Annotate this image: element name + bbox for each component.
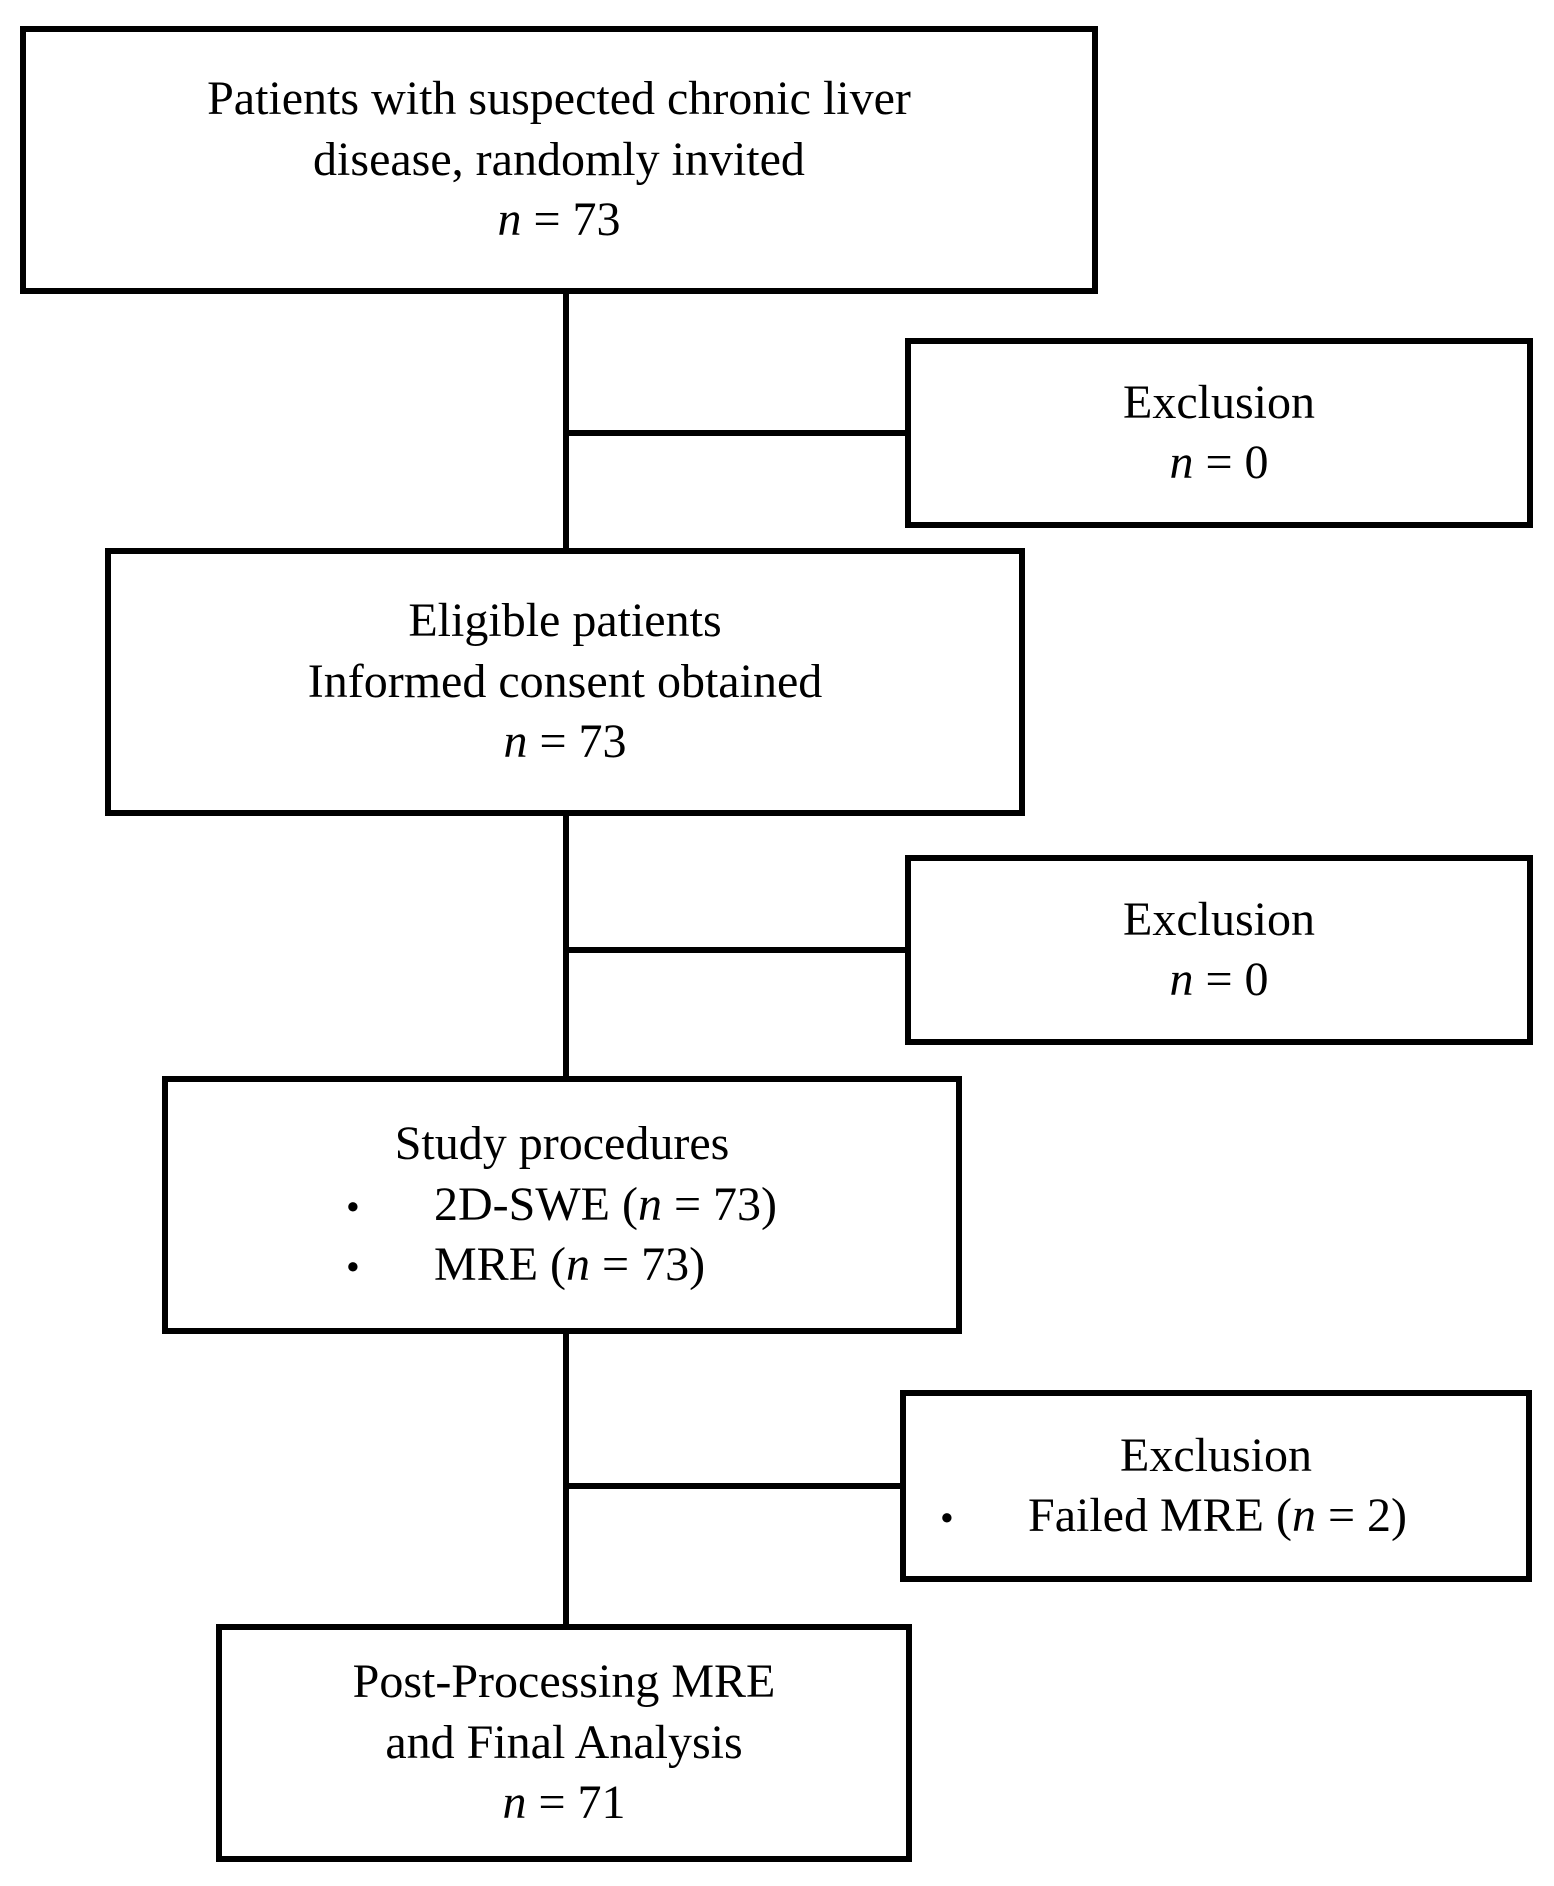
- n-symbol: n: [1169, 953, 1194, 1006]
- box-title: Exclusion: [1123, 892, 1315, 946]
- bullet-icon: •: [346, 1245, 360, 1290]
- box-line: Informed consent obtained: [307, 654, 823, 708]
- box-count-line: n = 73: [111, 712, 1019, 772]
- n-value: = 71: [526, 1776, 626, 1830]
- n-value: = 0: [1193, 953, 1269, 1006]
- box-count-line: n = 71: [222, 1773, 906, 1833]
- box-line: Eligible patients: [408, 594, 722, 648]
- n-symbol: n: [502, 1776, 527, 1830]
- n-value: = 0: [1193, 436, 1269, 489]
- connector-branch-exclusion-2: [566, 947, 911, 953]
- flow-box-exclusion-3: Exclusion • Failed MRE (n = 2): [900, 1390, 1532, 1582]
- n-symbol: n: [566, 1238, 590, 1292]
- n-symbol: n: [1169, 436, 1194, 489]
- bullet-icon: •: [346, 1184, 360, 1229]
- bullet-text: Failed MRE (n = 2): [1028, 1489, 1408, 1542]
- flow-box-study-procedures: Study procedures • 2D-SWE (n = 73) • MRE…: [162, 1076, 962, 1334]
- box-line: Post-Processing MRE: [352, 1655, 776, 1709]
- box-title: Exclusion: [1120, 1428, 1312, 1482]
- box-line: disease, randomly invited: [313, 132, 805, 186]
- bullet-list: • 2D-SWE (n = 73) • MRE (n = 73): [168, 1175, 956, 1296]
- n-symbol: n: [637, 1177, 662, 1231]
- flow-box-exclusion-2: Exclusion n = 0: [905, 855, 1533, 1045]
- bullet-item-2d-swe: • 2D-SWE (n = 73): [346, 1175, 956, 1235]
- connector-vertical-2: [563, 814, 569, 1078]
- n-value: = 73: [527, 715, 627, 769]
- flow-box-eligible-patients: Eligible patients Informed consent obtai…: [105, 548, 1025, 816]
- box-count-line: n = 73: [26, 190, 1092, 250]
- box-title: Study procedures: [394, 1117, 730, 1171]
- n-symbol: n: [497, 193, 522, 247]
- n-symbol: n: [1291, 1489, 1316, 1542]
- bullet-list: • Failed MRE (n = 2): [906, 1486, 1526, 1546]
- n-symbol: n: [503, 715, 528, 769]
- connector-vertical-1: [563, 292, 569, 550]
- box-line: Patients with suspected chronic liver: [207, 72, 911, 126]
- n-value: = 73: [521, 193, 621, 247]
- flow-box-final-analysis: Post-Processing MRE and Final Analysis n…: [216, 1624, 912, 1862]
- connector-branch-exclusion-3: [566, 1483, 906, 1489]
- flow-box-patients-invited: Patients with suspected chronic liver di…: [20, 26, 1098, 294]
- bullet-item-mre: • MRE (n = 73): [346, 1235, 956, 1295]
- connector-vertical-3: [563, 1332, 569, 1626]
- box-count-line: n = 0: [911, 950, 1527, 1010]
- box-title: Exclusion: [1123, 375, 1315, 429]
- bullet-item-failed-mre: • Failed MRE (n = 2): [940, 1486, 1526, 1546]
- box-line: and Final Analysis: [385, 1715, 743, 1769]
- connector-branch-exclusion-1: [566, 430, 911, 436]
- box-count-line: n = 0: [911, 433, 1527, 493]
- flow-box-exclusion-1: Exclusion n = 0: [905, 338, 1533, 528]
- bullet-text: MRE (n = 73): [434, 1238, 706, 1292]
- bullet-text: 2D-SWE (n = 73): [434, 1177, 778, 1231]
- bullet-icon: •: [940, 1496, 954, 1540]
